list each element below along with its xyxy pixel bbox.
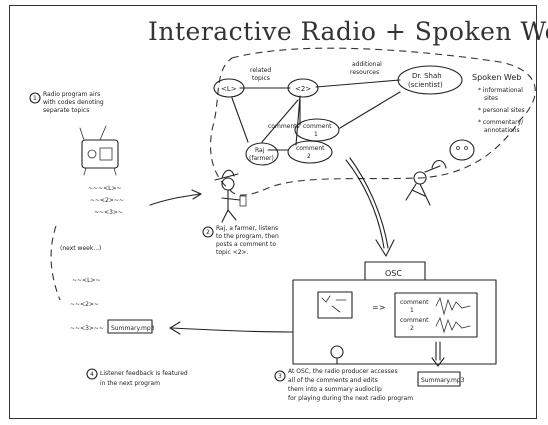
label-related-topics-2: topics xyxy=(252,75,270,82)
producer-monitor xyxy=(317,291,353,319)
step-3-line-1: At OSC, the radio producer accesses xyxy=(288,368,398,375)
step-4-line-1: Listener feedback is featured xyxy=(100,370,188,377)
step-3-line-3: them into a summary audioclip xyxy=(288,386,382,393)
edge-comments-2 xyxy=(295,95,301,146)
arrow-radio-to-raj xyxy=(149,193,201,206)
edge-topic-raj xyxy=(231,97,249,143)
edge-scientist-comment xyxy=(339,91,401,129)
next-week-path xyxy=(50,225,61,301)
step-3-line-4: for playing during the next radio progra… xyxy=(288,395,413,402)
step-1-line-3: separate topics xyxy=(43,107,89,114)
step-2-line-3: posts a comment to xyxy=(216,241,276,248)
node-scientist xyxy=(397,65,463,95)
program-code-2: ~~<2>~~ xyxy=(90,197,124,204)
svg-text:3: 3 xyxy=(278,373,282,380)
summary-file-label: Summary.mp3 xyxy=(421,377,465,384)
next-code-2: ~~<2>~ xyxy=(70,301,99,308)
screen-arrow: => xyxy=(372,303,385,312)
step-2-line-2: to the program, then xyxy=(216,233,279,240)
step-1-marker xyxy=(29,92,41,104)
node-comment-2-label: comment xyxy=(296,145,325,152)
network-cloud xyxy=(210,47,536,196)
step-3-marker xyxy=(274,370,286,382)
step-1-line-1: Radio program airs xyxy=(43,91,100,98)
node-topic-2 xyxy=(287,78,319,98)
step-4-marker xyxy=(86,368,98,380)
producer-screen xyxy=(394,292,478,338)
svg-text:(farmer): (farmer) xyxy=(249,155,274,162)
svg-text:2: 2 xyxy=(206,229,210,236)
svg-text:2: 2 xyxy=(410,325,414,332)
edge-raj-topic xyxy=(261,99,299,143)
node-comment-1-label: comment xyxy=(303,123,332,130)
label-additional-2: resources xyxy=(350,69,379,76)
node-topic-2-label: <2> xyxy=(295,85,311,93)
label-additional-1: additional xyxy=(352,61,382,68)
radio-icon xyxy=(79,125,119,176)
arrow-network-to-osc xyxy=(345,159,385,249)
summary-down-arrow xyxy=(431,341,445,367)
screen-comment-2: comment xyxy=(400,317,429,324)
label-comments: comments xyxy=(268,123,300,130)
arrow-osc-to-next xyxy=(171,327,293,333)
spoken-web-heading: Spoken Web xyxy=(472,73,521,82)
next-summary-box xyxy=(107,319,153,334)
node-raj xyxy=(245,142,279,166)
svg-text:sites: sites xyxy=(484,95,498,102)
node-raj-label: Raj xyxy=(255,147,265,154)
next-code-3: ~~<3>~~ xyxy=(70,325,104,332)
svg-text:4: 4 xyxy=(90,371,94,378)
svg-text:1: 1 xyxy=(314,131,318,138)
osc-producer-head xyxy=(330,345,344,359)
screen-comment-1: comment xyxy=(400,299,429,306)
node-comment-2 xyxy=(287,140,333,164)
waveform-1 xyxy=(435,296,471,316)
edge-additional xyxy=(315,79,401,88)
node-topic-l xyxy=(213,78,245,98)
raj-figure xyxy=(214,169,247,223)
program-code-3: ~~<3>~ xyxy=(94,209,123,216)
node-scientist-label-2: (scientist) xyxy=(408,81,443,89)
svg-text:2: 2 xyxy=(307,153,311,160)
summary-file-box xyxy=(417,371,461,387)
next-code-1: ~~<L>~ xyxy=(72,277,100,284)
producer-figure xyxy=(405,139,475,206)
node-topic-l-label: <L> xyxy=(221,85,237,93)
diagram-frame xyxy=(9,5,537,419)
step-4-line-2: in the next program xyxy=(100,380,160,387)
step-2-line-1: Raj, a farmer, listens xyxy=(216,225,278,232)
osc-label: OSC xyxy=(385,269,402,278)
next-summary-label: Summary.mp3 xyxy=(111,325,155,332)
step-3-line-2: all of the comments and edits xyxy=(288,377,378,384)
program-code-1: ~~~<L>~ xyxy=(88,185,122,192)
step-1-line-2: with codes denoting xyxy=(43,99,104,106)
label-related-topics-1: related xyxy=(250,67,271,74)
spoken-web-item-1a: * informational xyxy=(478,87,523,94)
waveform-2 xyxy=(435,316,471,334)
svg-text:1: 1 xyxy=(33,95,37,102)
step-2-marker xyxy=(202,226,214,238)
spoken-web-item-2: * personal sites xyxy=(478,107,525,114)
svg-text:1: 1 xyxy=(410,307,414,314)
diagram-title: Interactive Radio + Spoken Web xyxy=(148,17,548,46)
next-week-label: (next week...) xyxy=(60,245,101,252)
node-scientist-label-1: Dr. Shah xyxy=(412,72,442,80)
spoken-web-item-3a: * commentary/ xyxy=(478,119,524,126)
step-2-line-4: topic <2>. xyxy=(216,249,249,256)
osc-sign xyxy=(364,261,426,281)
svg-text:annotations: annotations xyxy=(484,127,520,134)
